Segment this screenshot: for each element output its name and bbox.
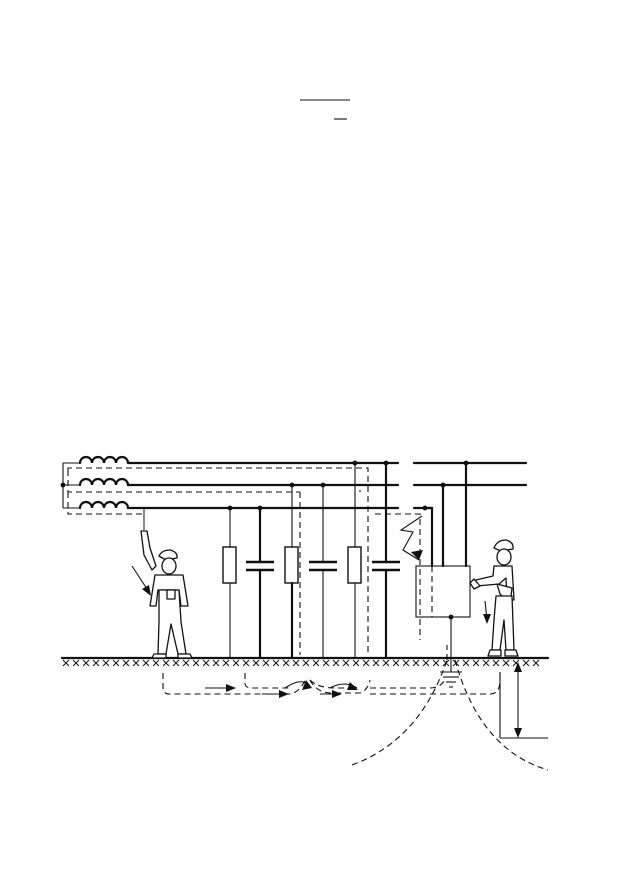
- ground-hatch-mark: [482, 659, 490, 667]
- ground-hatch-mark: [192, 659, 200, 667]
- coil-icon: [78, 455, 130, 465]
- ground-hatch-mark: [362, 659, 370, 667]
- ground-hatch-mark: [512, 659, 520, 667]
- resistor-icon: [222, 546, 237, 584]
- ground-hatch-mark: [532, 659, 540, 667]
- ground-hatch-mark: [122, 659, 130, 667]
- person-icon: [140, 508, 193, 659]
- ground-hatch-mark: [322, 659, 330, 667]
- ground-hatch-mark: [492, 659, 500, 667]
- ground-hatch-mark: [72, 659, 80, 667]
- ground-hatch-mark: [422, 659, 430, 667]
- ground-hatch-mark: [352, 659, 360, 667]
- ground-hatch-mark: [112, 659, 120, 667]
- ground-hatch-mark: [142, 659, 150, 667]
- ground-hatch-mark: [232, 659, 240, 667]
- ground-hatch-mark: [202, 659, 210, 667]
- coil-icon: [78, 500, 130, 510]
- ground-hatch-mark: [332, 659, 340, 667]
- ground-hatch-mark: [302, 659, 310, 667]
- ground-hatch-mark: [152, 659, 160, 667]
- person-icon: [469, 539, 519, 657]
- ground-surface: [60, 656, 550, 667]
- ground-hatch-mark: [502, 659, 510, 667]
- ground-hatch-mark: [182, 659, 190, 667]
- top-fraction-mark: [300, 99, 350, 120]
- ground-hatch-mark: [92, 659, 100, 667]
- ground-hatch-mark: [382, 659, 390, 667]
- ground-hatch-mark: [432, 659, 440, 667]
- resistor-icon: [284, 546, 299, 584]
- leakage-branches: [222, 460, 469, 660]
- coil-icon: [78, 477, 130, 487]
- ground-hatch-mark: [172, 659, 180, 667]
- ground-hatch-mark: [82, 659, 90, 667]
- ground-hatch-mark: [252, 659, 260, 667]
- ground-hatch-mark: [312, 659, 320, 667]
- ground-hatch-mark: [262, 659, 270, 667]
- ground-hatch-mark: [132, 659, 140, 667]
- ground-hatch-mark: [242, 659, 250, 667]
- ground-hatch-mark: [412, 659, 420, 667]
- ground-hatch-mark: [402, 659, 410, 667]
- earth-current-paths: [162, 645, 549, 771]
- ground-hatch-mark: [62, 659, 70, 667]
- ground-hatch-mark: [462, 659, 470, 667]
- current-arrows: [131, 565, 491, 698]
- arc-icon: [399, 515, 423, 561]
- ground-hatch-mark: [102, 659, 110, 667]
- equipment-enclosure: [415, 565, 471, 672]
- ground-hatch-mark: [392, 659, 400, 667]
- resistor-icon: [347, 546, 362, 584]
- ground-hatch-mark: [292, 659, 300, 667]
- ground-hatch-mark: [282, 659, 290, 667]
- ground-hatch-mark: [372, 659, 380, 667]
- ground-hatch-mark: [162, 659, 170, 667]
- ground-hatch-mark: [522, 659, 530, 667]
- ground-hatch-mark: [212, 659, 220, 667]
- ground-hatch-mark: [342, 659, 350, 667]
- ground-hatch-mark: [472, 659, 480, 667]
- generator-coils: [60, 455, 130, 510]
- ground-icon: [440, 671, 462, 688]
- ground-hatch-mark: [272, 659, 280, 667]
- ground-hatch-mark: [222, 659, 230, 667]
- leakage-current-loops: [67, 467, 421, 655]
- voltage-dimension: [499, 662, 548, 739]
